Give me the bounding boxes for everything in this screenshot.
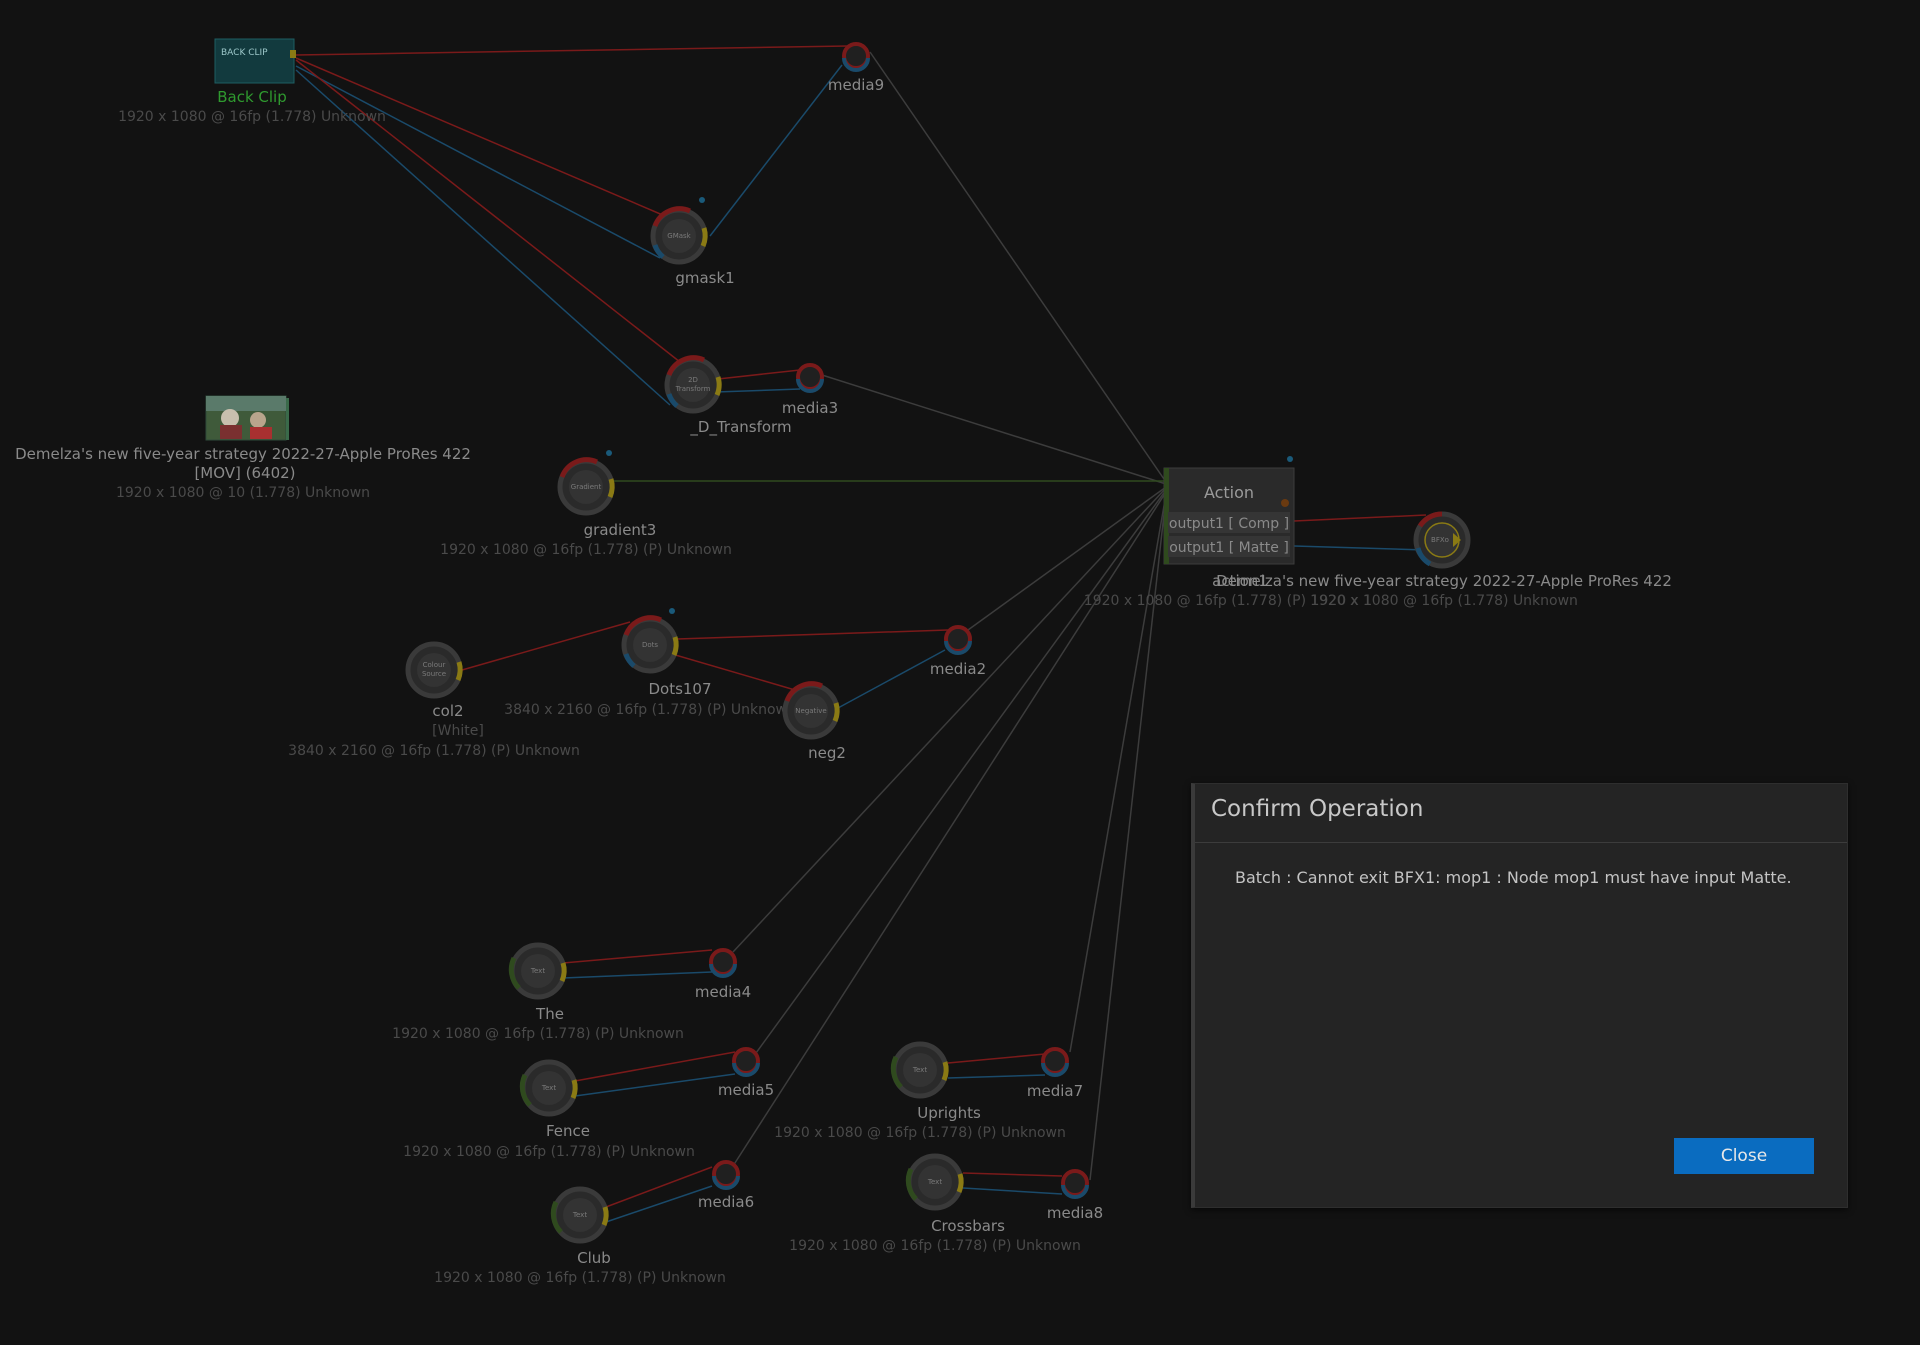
text-club-node[interactable]: Text Club 1920 x 1080 @ 16fp (1.778) (P)…	[434, 1186, 726, 1286]
gradient3-info: 1920 x 1080 @ 16fp (1.778) (P) Unknown	[440, 542, 732, 558]
back-clip-label: Back Clip	[217, 88, 287, 106]
media3-label: media3	[782, 399, 838, 417]
svg-text:Text: Text	[572, 1211, 587, 1219]
dots107-node[interactable]: Dots Dots107 3840 x 2160 @ 16fp (1.778) …	[504, 608, 796, 718]
text-fence-node[interactable]: Text Fence 1920 x 1080 @ 16fp (1.778) (P…	[403, 1059, 695, 1160]
text-crossbars-info: 1920 x 1080 @ 16fp (1.778) (P) Unknown	[789, 1238, 1081, 1254]
text-the-label: The	[535, 1005, 564, 1023]
close-button[interactable]: Close	[1674, 1138, 1814, 1174]
col2-sub: [White]	[432, 723, 484, 739]
media7-node[interactable]: media7	[1027, 1047, 1083, 1100]
svg-text:Transform: Transform	[675, 385, 711, 393]
media7-label: media7	[1027, 1082, 1083, 1100]
svg-text:BFXo: BFXo	[1431, 536, 1449, 544]
media8-label: media8	[1047, 1204, 1103, 1222]
text-uprights-info: 1920 x 1080 @ 16fp (1.778) (P) Unknown	[774, 1125, 1066, 1141]
back-clip-info: 1920 x 1080 @ 16fp (1.778) Unknown	[118, 109, 386, 125]
back-clip-node[interactable]: BACK CLIP Back Clip 1920 x 1080 @ 16fp (…	[118, 38, 386, 125]
action-info: 1920 x 1080 @ 16fp (1.778) (P) 1920 x 1	[1084, 593, 1372, 609]
media4-label: media4	[695, 983, 751, 1001]
media6-node[interactable]: media6	[698, 1160, 754, 1211]
gradient3-node[interactable]: Gradient gradient3 1920 x 1080 @ 16fp (1…	[440, 450, 732, 558]
neg2-label: neg2	[808, 744, 846, 762]
svg-text:Negative: Negative	[795, 707, 826, 715]
col2-info: 3840 x 2160 @ 16fp (1.778) (P) Unknown	[288, 743, 580, 759]
output-comp-port[interactable]: output1 [ Comp ]	[1169, 516, 1289, 532]
text-the-node[interactable]: Text The 1920 x 1080 @ 16fp (1.778) (P) …	[392, 942, 684, 1042]
demelza-clip-label: Demelza's new five-year strategy 2022-27…	[15, 445, 471, 463]
gmask1-node[interactable]: GMask gmask1	[650, 197, 735, 287]
neg2-node[interactable]: Negative neg2	[782, 681, 846, 762]
transform-node[interactable]: 2D Transform _D_Transform	[664, 355, 792, 437]
text-crossbars-node[interactable]: Text Crossbars 1920 x 1080 @ 16fp (1.778…	[789, 1153, 1081, 1254]
media2-node[interactable]: media2	[930, 625, 986, 678]
media6-label: media6	[698, 1193, 754, 1211]
media5-node[interactable]: media5	[718, 1047, 774, 1099]
svg-text:Text: Text	[541, 1084, 556, 1092]
media5-label: media5	[718, 1081, 774, 1099]
output-matte-port[interactable]: output1 [ Matte ]	[1169, 540, 1289, 556]
media9-node[interactable]: media9	[828, 42, 884, 94]
svg-text:Gradient: Gradient	[571, 483, 602, 491]
demelza-clip-node[interactable]: Demelza's new five-year strategy 2022-27…	[15, 395, 471, 501]
bfx-output-node[interactable]: BFXo Demelza's new five-year strategy 20…	[1216, 511, 1672, 609]
media9-label: media9	[828, 76, 884, 94]
svg-text:Dots: Dots	[642, 641, 658, 649]
svg-text:Source: Source	[422, 670, 446, 678]
demelza-clip-info: 1920 x 1080 @ 10 (1.778) Unknown	[116, 485, 370, 501]
dialog-message: Batch : Cannot exit BFX1: mop1 : Node mo…	[1235, 868, 1792, 887]
svg-text:Text: Text	[912, 1066, 927, 1074]
bfx-output-label: Demelza's new five-year strategy 2022-27…	[1216, 572, 1672, 590]
svg-text:Text: Text	[927, 1178, 942, 1186]
confirm-operation-dialog: Confirm Operation Batch : Cannot exit BF…	[1191, 783, 1848, 1208]
svg-text:Text: Text	[530, 967, 545, 975]
text-uprights-node[interactable]: Text Uprights 1920 x 1080 @ 16fp (1.778)…	[774, 1041, 1066, 1141]
media4-node[interactable]: media4	[695, 948, 751, 1001]
back-clip-thumb-text: BACK CLIP	[221, 48, 268, 58]
text-fence-info: 1920 x 1080 @ 16fp (1.778) (P) Unknown	[403, 1144, 695, 1160]
gradient3-label: gradient3	[584, 521, 657, 539]
svg-text:GMask: GMask	[667, 232, 691, 240]
dots107-label: Dots107	[648, 680, 711, 698]
col2-node[interactable]: Colour Source col2 [White] 3840 x 2160 @…	[288, 641, 580, 759]
dialog-divider	[1195, 842, 1847, 843]
dialog-title: Confirm Operation	[1211, 796, 1424, 822]
text-crossbars-label: Crossbars	[931, 1217, 1005, 1235]
text-club-info: 1920 x 1080 @ 16fp (1.778) (P) Unknown	[434, 1270, 726, 1286]
bfx-output-info: 1920 x 1080 @ 16fp (1.778) Unknown	[1310, 593, 1578, 609]
col2-label: col2	[432, 702, 463, 720]
action-label: action1	[1212, 572, 1268, 590]
connection-links	[295, 45, 1427, 1223]
media8-node[interactable]: media8	[1047, 1169, 1103, 1222]
text-uprights-label: Uprights	[917, 1104, 981, 1122]
demelza-clip-sub: [MOV] (6402)	[194, 464, 295, 482]
text-fence-label: Fence	[546, 1122, 590, 1140]
back-clip-thumbnail	[214, 38, 295, 84]
text-the-info: 1920 x 1080 @ 16fp (1.778) (P) Unknown	[392, 1026, 684, 1042]
transform-label: _D_Transform	[689, 418, 791, 437]
svg-text:2D: 2D	[688, 376, 698, 384]
media3-node[interactable]: media3	[782, 363, 838, 417]
output-socket-icon[interactable]	[290, 50, 296, 58]
text-club-label: Club	[577, 1249, 611, 1267]
dots107-info: 3840 x 2160 @ 16fp (1.778) (P) Unknown	[504, 702, 796, 718]
media2-label: media2	[930, 660, 986, 678]
action-title: Action	[1204, 483, 1254, 502]
action-node[interactable]: Action output1 [ Comp ] output1 [ Matte …	[1084, 456, 1372, 609]
svg-text:Colour: Colour	[423, 661, 446, 669]
gmask1-label: gmask1	[675, 269, 734, 287]
